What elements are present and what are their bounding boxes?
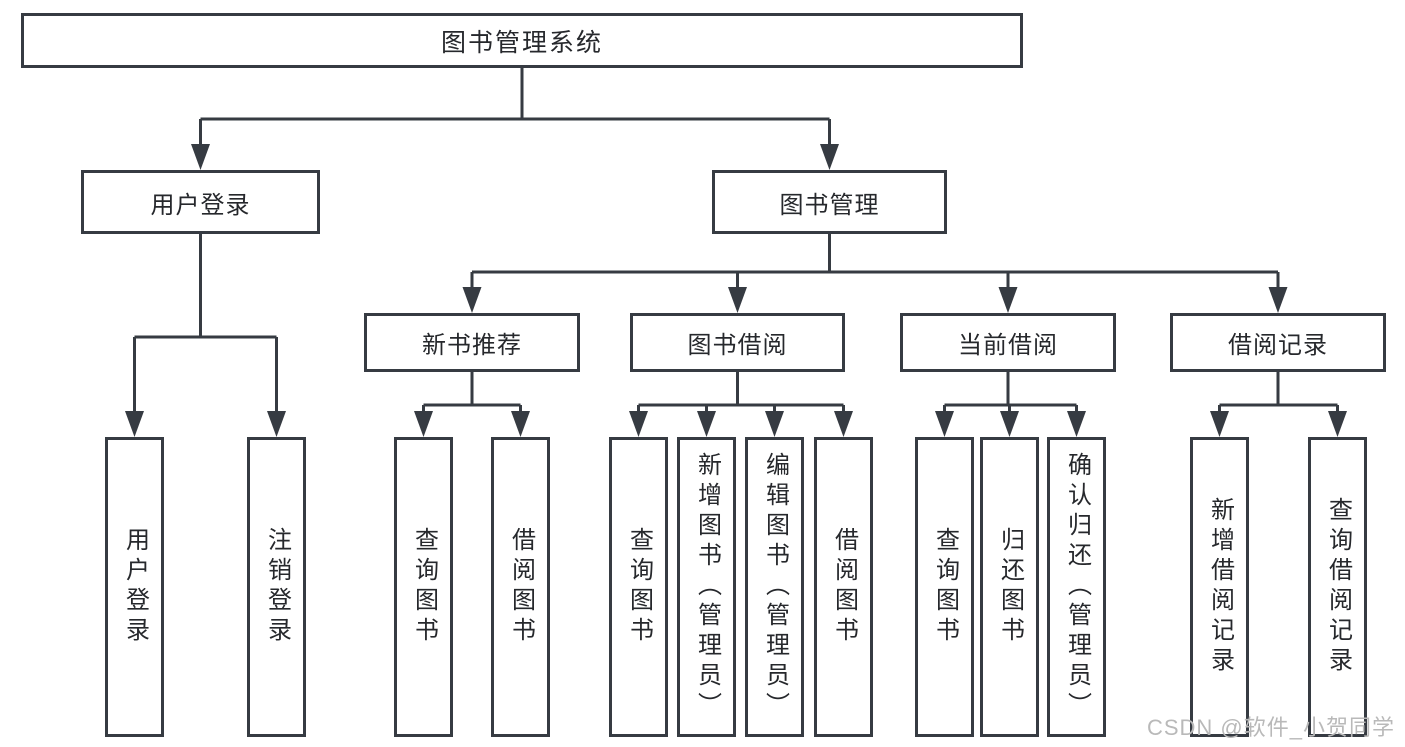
leaf-query-borrow-record: 查询借阅记录 (1308, 437, 1367, 737)
leaf-add-books-admin-label: 新增图书（管理员） (693, 452, 721, 722)
node-new-book-recommendation: 新书推荐 (364, 313, 580, 372)
leaf-query-books-current: 查询图书 (915, 437, 974, 737)
leaf-add-borrow-record: 新增借阅记录 (1190, 437, 1249, 737)
leaf-logout-login: 注销登录 (247, 437, 306, 737)
leaf-logout-login-label: 注销登录 (263, 527, 291, 647)
leaf-query-borrow-record-label: 查询借阅记录 (1324, 497, 1352, 677)
leaf-user-login-label: 用户登录 (121, 527, 149, 647)
node-library-management-system: 图书管理系统 (21, 13, 1023, 68)
leaf-query-books-borrowing-label: 查询图书 (625, 527, 653, 647)
leaf-return-books: 归还图书 (980, 437, 1039, 737)
leaf-query-books-borrowing: 查询图书 (609, 437, 668, 737)
leaf-confirm-return-admin-label: 确认归还（管理员） (1063, 452, 1091, 722)
csdn-watermark: CSDN @软件_小贺同学 (1146, 715, 1395, 740)
node-book-management-branch: 图书管理 (712, 170, 947, 234)
arrowheads (125, 144, 1347, 437)
leaf-borrow-books-borrowing-label: 借阅图书 (830, 527, 858, 647)
leaf-return-books-label: 归还图书 (996, 527, 1024, 647)
leaf-query-books-current-label: 查询图书 (931, 527, 959, 647)
leaf-edit-books-admin: 编辑图书（管理员） (745, 437, 804, 737)
node-current-borrowing: 当前借阅 (900, 313, 1116, 372)
node-book-borrowing: 图书借阅 (630, 313, 845, 372)
leaf-add-books-admin: 新增图书（管理员） (677, 437, 736, 737)
leaf-borrow-books-recommend: 借阅图书 (491, 437, 550, 737)
node-borrowing-records: 借阅记录 (1170, 313, 1386, 372)
node-user-login-branch: 用户登录 (81, 170, 320, 234)
leaf-query-books-recommend-label: 查询图书 (410, 527, 438, 647)
leaf-borrow-books-borrowing: 借阅图书 (814, 437, 873, 737)
leaf-borrow-books-recommend-label: 借阅图书 (507, 527, 535, 647)
leaf-user-login: 用户登录 (105, 437, 164, 737)
leaf-query-books-recommend: 查询图书 (394, 437, 453, 737)
leaf-confirm-return-admin: 确认归还（管理员） (1047, 437, 1106, 737)
leaf-edit-books-admin-label: 编辑图书（管理员） (761, 452, 789, 722)
leaf-add-borrow-record-label: 新增借阅记录 (1206, 497, 1234, 677)
